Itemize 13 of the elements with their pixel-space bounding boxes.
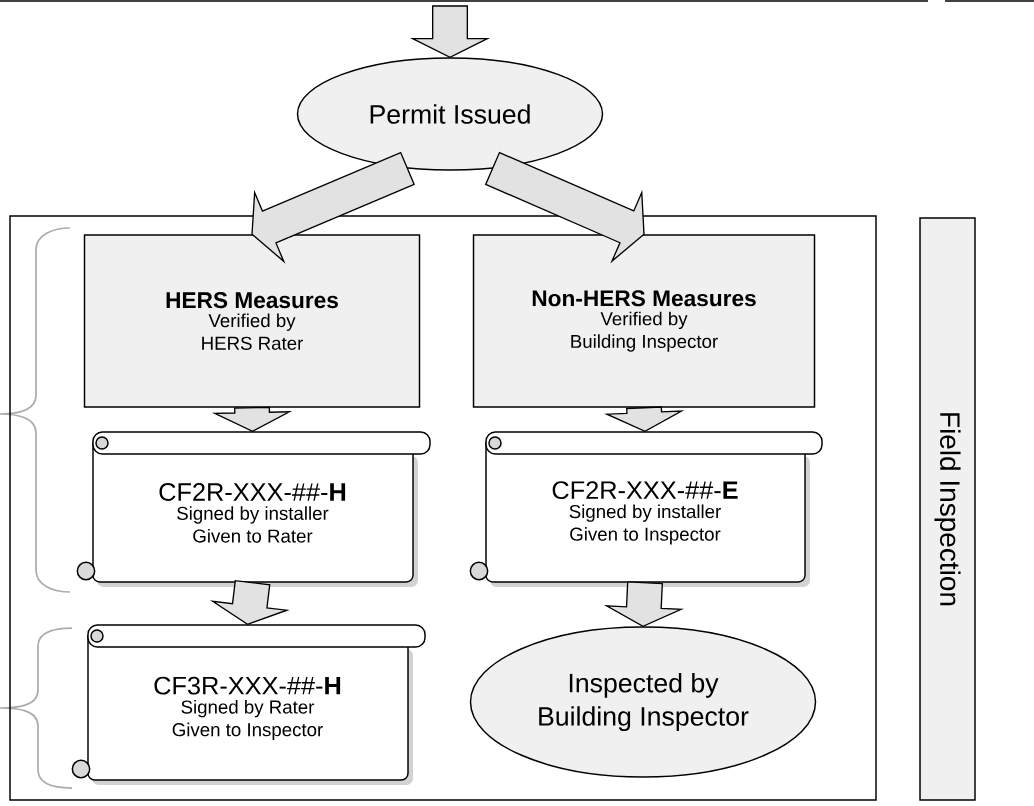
- block-arrow: [603, 581, 684, 627]
- block-arrow: [409, 5, 491, 58]
- side-band: Field Inspection: [919, 217, 976, 801]
- oval-node: Permit Issued: [296, 57, 604, 171]
- scroll-box: CF2R-XXX-##-E Signed by installer Given to Inspector: [469, 431, 823, 587]
- block-arrow: [211, 406, 293, 432]
- process-box: HERS Measures Verified by HERS Rater: [83, 234, 421, 408]
- scroll-box: CF3R-XXX-##-H Signed by Rater Given to Inspector: [71, 624, 426, 785]
- frame-box: [9, 215, 877, 801]
- process-box: Non-HERS Measures Verified by Building Inspector: [472, 234, 816, 408]
- block-arrow: [604, 406, 685, 432]
- scroll-box: CF2R-XXX-##-H Signed by installer Given to Rater: [76, 431, 431, 587]
- oval-node: Inspected by Building Inspector: [469, 626, 817, 778]
